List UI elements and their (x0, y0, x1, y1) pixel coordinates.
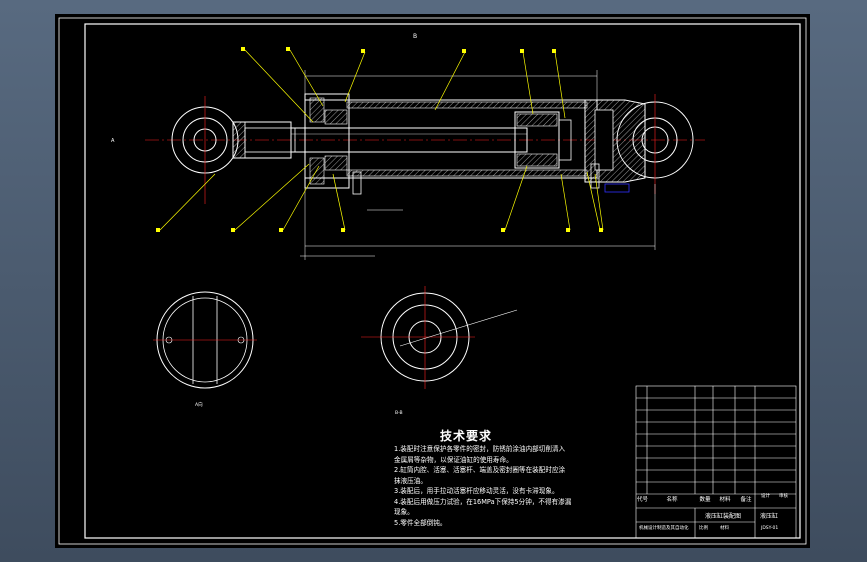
designer-label: 设计 (761, 494, 770, 499)
section-a-label: A向 (195, 401, 203, 408)
parts-list-table[interactable] (635, 385, 797, 539)
requirement-line: 3.装配后，用手拉动活塞杆应移动灵活，没有卡滞现象。 (394, 487, 559, 495)
material-label: 材料 (720, 526, 729, 531)
col-remark: 备注 (740, 497, 752, 503)
balloon-tags (156, 47, 603, 232)
requirement-line: 1.装配时注意保护各零件的密封，防锈前涂油内部切削清入 (394, 445, 566, 453)
oil-port[interactable] (352, 163, 630, 195)
part-name: 液压缸 (760, 513, 779, 520)
front-end-cap[interactable] (304, 93, 350, 189)
dimension-lines (300, 70, 656, 260)
scale-label: 比例 (699, 526, 708, 531)
col-qty: 数量 (699, 497, 711, 503)
rear-end-cap[interactable] (584, 99, 646, 183)
requirement-line: 5.零件全部倒钝。 (394, 518, 447, 527)
view-letter-b: B (413, 33, 417, 40)
piston-rod[interactable] (290, 127, 528, 153)
requirement-line: 2.缸筒内腔、活塞、活塞杆、端盖及密封圈等在装配时应涂 (394, 466, 566, 474)
requirement-line: 抹液压油。 (394, 476, 427, 485)
section-view-bb[interactable] (361, 286, 518, 389)
drawing-number: JDSY-01 (761, 526, 779, 531)
inner-border (84, 23, 801, 539)
piston[interactable] (514, 111, 572, 169)
school-label: 机械设计制造及其自动化 (639, 526, 689, 531)
section-view-a[interactable] (153, 291, 257, 389)
outer-border (58, 17, 807, 545)
col-material: 材料 (719, 497, 731, 503)
col-name: 名称 (666, 497, 678, 503)
rod-eye-right[interactable] (616, 94, 694, 194)
tech-requirements-list: 1.装配时注意保护各零件的密封，防锈前涂油内部切削清入 金属屑等杂物，以保证油缸… (394, 444, 604, 528)
check-label: 审核 (779, 494, 788, 499)
drawing-canvas: B A A向 B-B (58, 17, 807, 545)
col-code: 代号 (637, 497, 649, 503)
cad-viewport[interactable]: B A A向 B-B (55, 14, 810, 548)
leader-lines (159, 49, 604, 231)
requirement-line: 现象。 (394, 508, 414, 516)
section-bb-label: B-B (395, 410, 403, 416)
parts-list-header: 代号 名称 数量 材料 备注 (637, 495, 797, 507)
view-letter-a: A (111, 138, 115, 144)
rod-end-connector[interactable] (232, 121, 296, 159)
part-title: 液压缸装配图 (705, 513, 742, 520)
requirement-line: 4.装配后用做压力试验，在16MPa下保持5分钟，不得有渗漏 (394, 497, 572, 506)
rod-eye-left[interactable] (171, 96, 239, 204)
requirement-line: 金属屑等杂物，以保证油缸的使用寿命。 (394, 455, 513, 464)
tech-requirements-title: 技术要求 (440, 429, 493, 443)
